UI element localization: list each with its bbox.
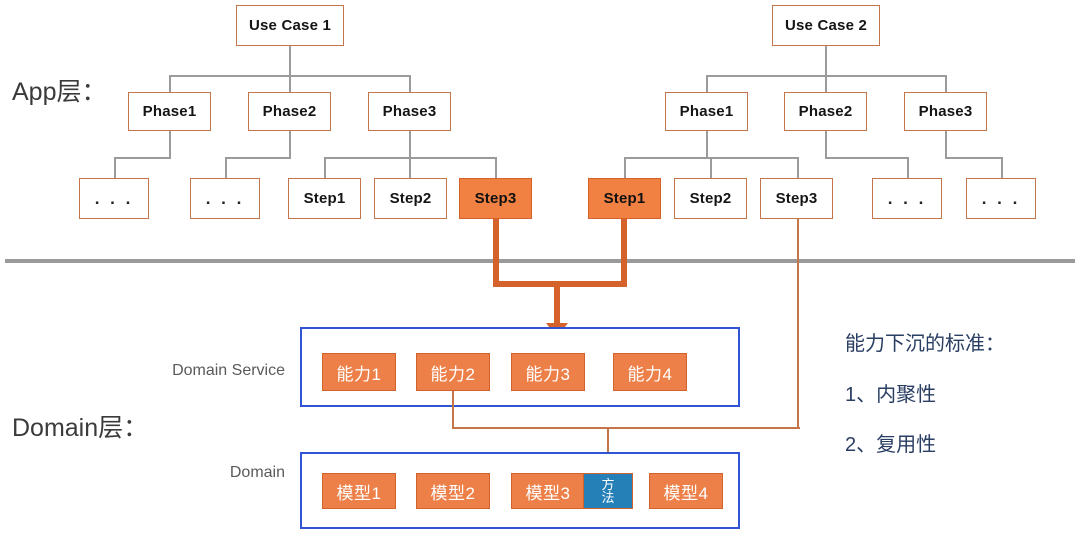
uc1-p3-stem	[409, 131, 411, 158]
uc1-trunk-line	[289, 46, 291, 76]
uc1-p1-drop	[114, 157, 116, 179]
method-drop-line	[607, 427, 609, 466]
domain-layer-caption: Domain层：	[12, 414, 149, 442]
uc1-phase3-drop	[409, 75, 411, 92]
uc2-step2-drop	[710, 157, 712, 179]
uc1-step-3[interactable]: Step3	[459, 178, 532, 219]
uc2-phase-2[interactable]: Phase2	[784, 92, 867, 131]
model-chip-3[interactable]: 模型3	[511, 473, 585, 509]
uc1-p2-stem	[289, 131, 291, 158]
uc2-p3-elbow	[945, 157, 1002, 159]
uc2-step-3[interactable]: Step3	[760, 178, 833, 219]
method-chip[interactable]: 方 法	[583, 473, 633, 509]
domain-label: Domain	[229, 464, 285, 481]
uc1-phase-1[interactable]: Phase1	[128, 92, 211, 131]
capability-chip-1[interactable]: 能力1	[322, 353, 396, 391]
capability-chip-4[interactable]: 能力4	[613, 353, 687, 391]
uc1-step-1[interactable]: Step1	[288, 178, 361, 219]
model-chip-1[interactable]: 模型1	[322, 473, 396, 509]
uc1-step-dots-1[interactable]: . . .	[79, 178, 149, 219]
sink-join-line	[493, 281, 627, 287]
uc2-phase-1[interactable]: Phase1	[665, 92, 748, 131]
app-layer-caption: App层：	[12, 78, 107, 106]
uc2-p3-drop	[1001, 157, 1003, 179]
use-case-2-box[interactable]: Use Case 2	[772, 5, 880, 46]
notes-heading: 能力下沉的标准：	[845, 333, 1005, 355]
uc1-phase-2[interactable]: Phase2	[248, 92, 331, 131]
uc1-p2-drop	[225, 157, 227, 179]
uc2-p2-drop	[907, 157, 909, 179]
uc1-phase1-drop	[169, 75, 171, 92]
uc2-trunk-line	[825, 46, 827, 76]
uc2-p2-elbow	[825, 157, 909, 159]
uc2-p3-stem	[945, 131, 947, 158]
uc2-step3-drop	[797, 157, 799, 179]
method-feed-horizontal-line	[452, 427, 800, 429]
notes-item-2: 2、复用性	[845, 434, 937, 456]
uc2-step-dots-2[interactable]: . . .	[966, 178, 1036, 219]
uc1-step3-drop	[495, 157, 497, 179]
uc2-step-1[interactable]: Step1	[588, 178, 661, 219]
sink-to-capability3-line	[554, 281, 560, 325]
uc1-p1-stem	[169, 131, 171, 158]
uc2-phase-3[interactable]: Phase3	[904, 92, 987, 131]
model-chip-4[interactable]: 模型4	[649, 473, 723, 509]
uc2-phase1-drop	[706, 75, 708, 92]
uc1-p1-elbow	[114, 157, 171, 159]
uc1-step3-sink-line	[493, 219, 499, 287]
capability2-down-line	[452, 391, 454, 428]
domain-service-label: Domain Service	[172, 362, 285, 379]
uc1-step2-drop	[409, 157, 411, 179]
uc2-step1-sink-line	[621, 219, 627, 287]
capability-chip-3[interactable]: 能力3	[511, 353, 585, 391]
uc1-phase-3[interactable]: Phase3	[368, 92, 451, 131]
uc2-p2-stem	[825, 131, 827, 158]
uc1-phase2-drop	[289, 75, 291, 92]
uc2-step3-long-line	[797, 219, 799, 429]
uc2-step1-drop	[624, 157, 626, 179]
uc1-step-2[interactable]: Step2	[374, 178, 447, 219]
uc1-step1-drop	[324, 157, 326, 179]
uc2-p1-stem	[706, 131, 708, 158]
method-chip-line-1: 方	[601, 476, 615, 492]
uc2-phase2-drop	[825, 75, 827, 92]
notes-item-1: 1、内聚性	[845, 384, 937, 406]
uc1-p2-elbow	[225, 157, 291, 159]
uc1-step-dots-2[interactable]: . . .	[190, 178, 260, 219]
model-chip-2[interactable]: 模型2	[416, 473, 490, 509]
capability-chip-2[interactable]: 能力2	[416, 353, 490, 391]
method-chip-line-2: 法	[601, 490, 615, 505]
uc2-phase3-drop	[945, 75, 947, 92]
layer-divider	[5, 259, 1075, 263]
use-case-1-box[interactable]: Use Case 1	[236, 5, 344, 46]
uc2-step-dots-1[interactable]: . . .	[872, 178, 942, 219]
uc2-step-2[interactable]: Step2	[674, 178, 747, 219]
